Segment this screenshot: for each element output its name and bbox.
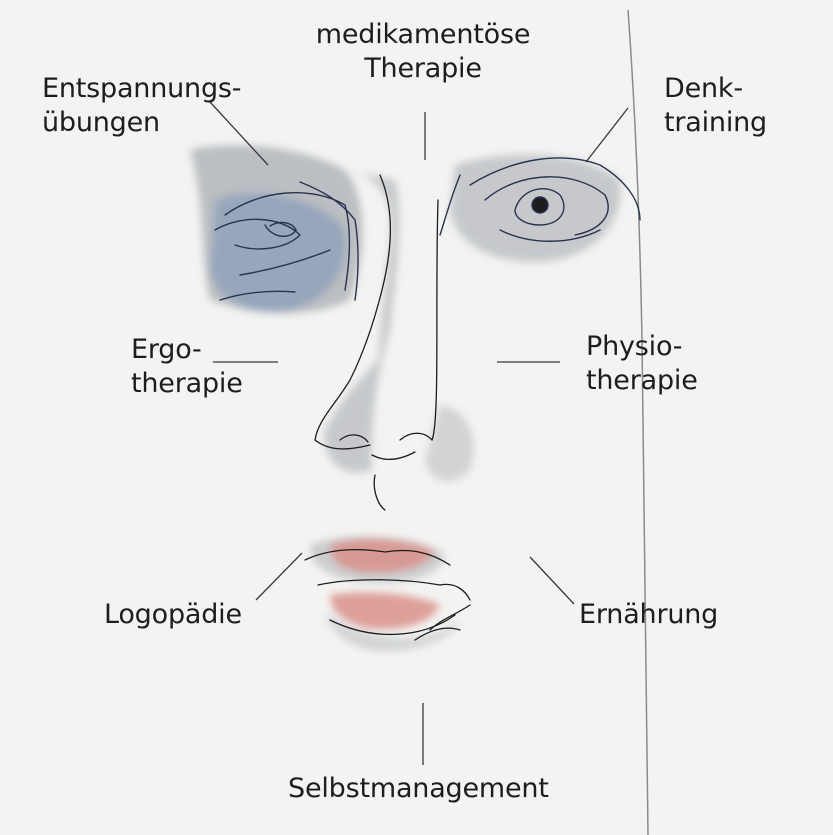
label-occupational-line2: therapie xyxy=(131,367,243,401)
label-cognitive-training: Denk- training xyxy=(664,72,767,140)
label-medication-line2: Therapie xyxy=(312,52,534,86)
label-self-management: Selbstmanagement xyxy=(288,772,549,806)
label-relaxation-exercises: Entspannungs- übungen xyxy=(42,72,241,140)
label-cognitive-line2: training xyxy=(664,106,767,140)
label-relaxation-line1: Entspannungs- xyxy=(42,72,241,106)
label-physio-line2: therapie xyxy=(586,364,698,398)
label-medication-therapy: medikamentöse Therapie xyxy=(312,18,534,86)
label-speech-therapy: Logopädie xyxy=(104,598,242,632)
label-physio-line1: Physio- xyxy=(586,330,698,364)
label-physiotherapy: Physio- therapie xyxy=(586,330,698,398)
label-relaxation-line2: übungen xyxy=(42,106,241,140)
label-cognitive-line1: Denk- xyxy=(664,72,767,106)
label-occupational-line1: Ergo- xyxy=(131,333,243,367)
label-medication-line1: medikamentöse xyxy=(312,18,534,52)
label-occupational-therapy: Ergo- therapie xyxy=(131,333,243,401)
label-nutrition: Ernährung xyxy=(579,598,718,632)
